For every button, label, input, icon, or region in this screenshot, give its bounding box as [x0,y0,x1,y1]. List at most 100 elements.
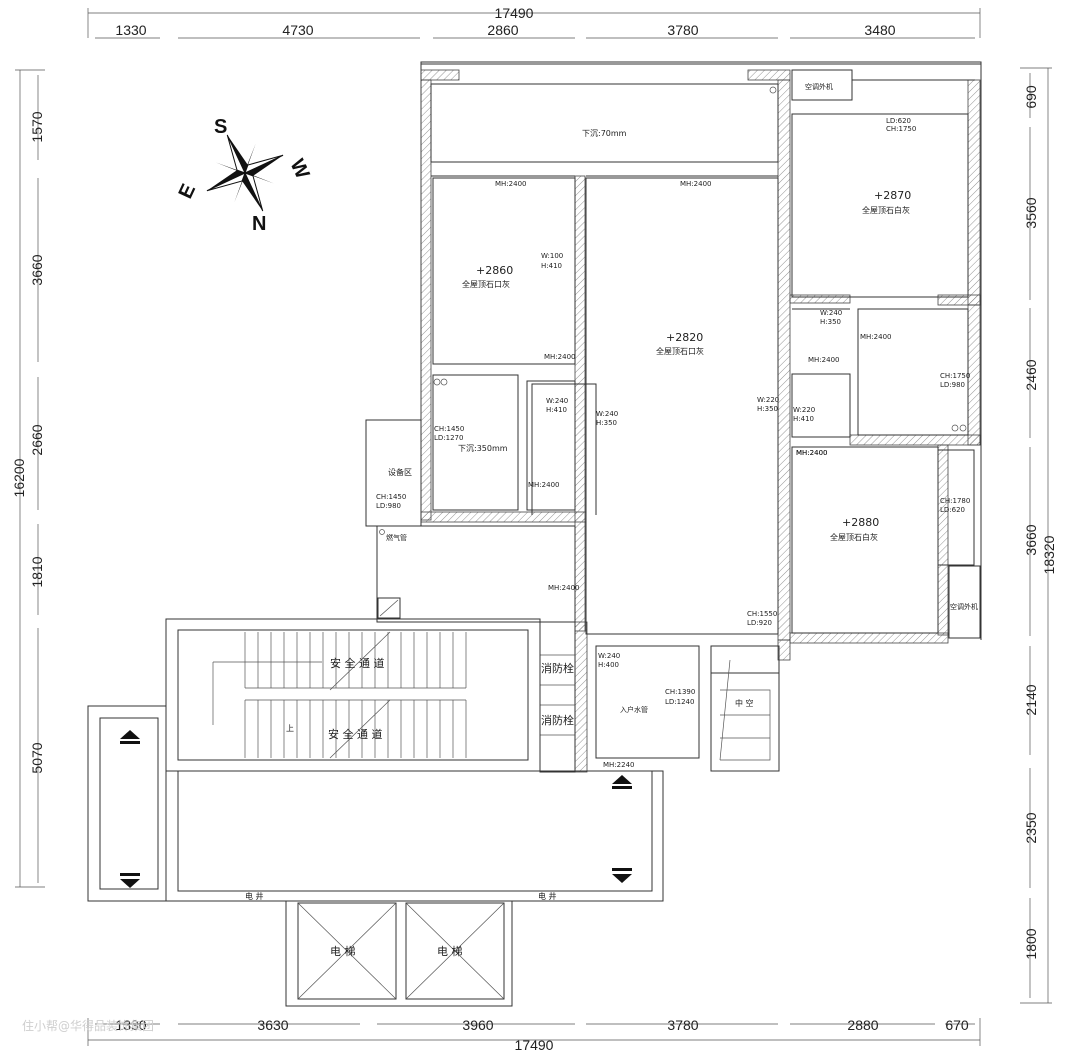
gas-pipe-label: 燃气管 [386,533,407,542]
tag-ld-920: LD:920 [747,619,772,627]
tag-mh-6: MH:2400 [528,481,559,489]
hydrant-2: 消防栓 [541,713,574,727]
tag-w-220-b: W:220 [793,406,815,414]
fixture-icon [379,86,967,535]
tag-mh-1: MH:2400 [495,180,526,188]
room-rb-finish: 全屋顶石白灰 [830,532,878,542]
dimension-left [15,69,45,888]
living-elev: +2820 [666,331,703,344]
dim-left-2: 3660 [29,254,45,285]
tag-ld-980-a: LD:980 [940,381,965,389]
room-left-elev: +2860 [476,264,513,277]
dim-top-2: 4730 [282,22,313,38]
tag-mh-7: MH:2400 [796,449,827,457]
ac-top-label: 空调外机 [805,82,833,91]
dim-top-3: 2860 [487,22,518,38]
tag-w-240-c: W:240 [596,410,618,418]
dim-left-total: 16200 [11,458,27,497]
void-label: 中 空 [735,698,754,708]
up-arrow-icon [120,730,632,789]
dim-right-4: 3660 [1023,524,1039,555]
tag-ch-1390: CH:1390 [665,688,695,696]
watermark: 住小帮@华得品装饰集团 [22,1018,154,1033]
tag-mh-10: MH:2240 [603,761,634,769]
dim-top-total: 17490 [495,5,534,21]
tag-h-410-a: H:410 [541,262,562,270]
living-finish: 全屋顶石口灰 [656,346,704,356]
elevator-1: 电 梯 [330,945,356,958]
shaft-2: 电 井 [538,891,557,901]
dim-right-7: 1800 [1023,928,1039,959]
tag-w-240-a: W:240 [820,309,842,317]
dim-bottom-total: 17490 [515,1037,554,1053]
dim-bottom-3: 3960 [462,1017,493,1033]
dim-bottom-4: 3780 [667,1017,698,1033]
compass-icon [206,134,284,212]
dim-bottom-6: 670 [945,1017,969,1033]
tag-h-350-d: H:350 [757,405,778,413]
tag-h-410-c: H:410 [793,415,814,423]
tag-ld-1270: LD:1270 [434,434,463,442]
tag-ch-1780: CH:1780 [940,497,970,505]
tag-ld-980-b: LD:980 [376,502,401,510]
tag-h-410-b: H:410 [546,406,567,414]
hydrant-1: 消防栓 [541,661,574,675]
tag-mh-8: MH:2400 [548,584,579,592]
tag-w-240-d: W:240 [598,652,620,660]
bath-sunk: 下沉:350mm [458,444,508,453]
tag-mh-9: MH:2400 [796,449,827,457]
tag-ch-1450-b: CH:1450 [376,493,406,501]
dim-right-1: 690 [1023,85,1039,109]
room-rt-finish: 全屋顶石白灰 [862,205,910,215]
tag-ld-620: LD:620 [940,506,965,514]
dim-top-4: 3780 [667,22,698,38]
tag-h-350-c: H:350 [596,419,617,427]
dimension-right [1020,67,1052,1004]
dim-top-1: 1330 [115,22,146,38]
ac-side-label: 空调外机 [950,602,978,611]
dim-right-6: 2350 [1023,812,1039,843]
stairwell [165,618,541,772]
dim-right-3: 2460 [1023,359,1039,390]
tag-mh-2: MH:2400 [680,180,711,188]
room-left-finish: 全屋顶石口灰 [462,279,510,289]
dimension-top [87,8,981,39]
equipment-label: 设备区 [388,467,412,477]
dim-top-5: 3480 [864,22,895,38]
tag-w-220-a: W:220 [757,396,779,404]
dim-left-1: 1570 [29,111,45,142]
dim-bottom-2: 3630 [257,1017,288,1033]
tag-mh-4: MH:2400 [808,356,839,364]
tag-w-240-b: W:240 [546,397,568,405]
balcony-label: 下沉:70mm [582,129,627,138]
dim-left-5: 5070 [29,742,45,773]
corridor [87,705,664,1007]
dim-bottom-5: 2880 [847,1017,878,1033]
dim-bottom-1: 1330 [115,1017,146,1033]
compass-e: E [175,181,201,202]
dimension-bottom [87,1018,981,1046]
stair-label-1: 安 全 通 道 [330,656,385,670]
tag-ch-1450-a: CH:1450 [434,425,464,433]
apartment-walls [365,61,982,773]
water-pipe: 入户水管 [620,705,648,714]
dim-left-4: 1810 [29,556,45,587]
dim-right-5: 2140 [1023,684,1039,715]
room-rt-elev: +2870 [874,189,911,202]
tag-ld-1240: LD:1240 [665,698,694,706]
dim-left-3: 2660 [29,424,45,455]
stair-label-2: 安 全 通 道 [328,727,383,741]
tag-w-100: W:100 [541,252,563,260]
tag-h-350-a: H:350 [820,318,841,326]
tag-ld-top: LD:620 [886,117,911,125]
compass-n: N [252,213,266,235]
compass-s: S [214,116,227,138]
tag-mh-5: MH:2400 [860,333,891,341]
stair-up-label: 上 [286,724,294,733]
tags: MH:2400 MH:2400 MH:2400 MH:2400 MH:2400 … [376,117,970,769]
tag-h-400: H:400 [598,661,619,669]
dim-right-total: 18320 [1041,535,1057,574]
dim-right-2: 3560 [1023,197,1039,228]
tag-ch-top: CH:1750 [886,125,916,133]
